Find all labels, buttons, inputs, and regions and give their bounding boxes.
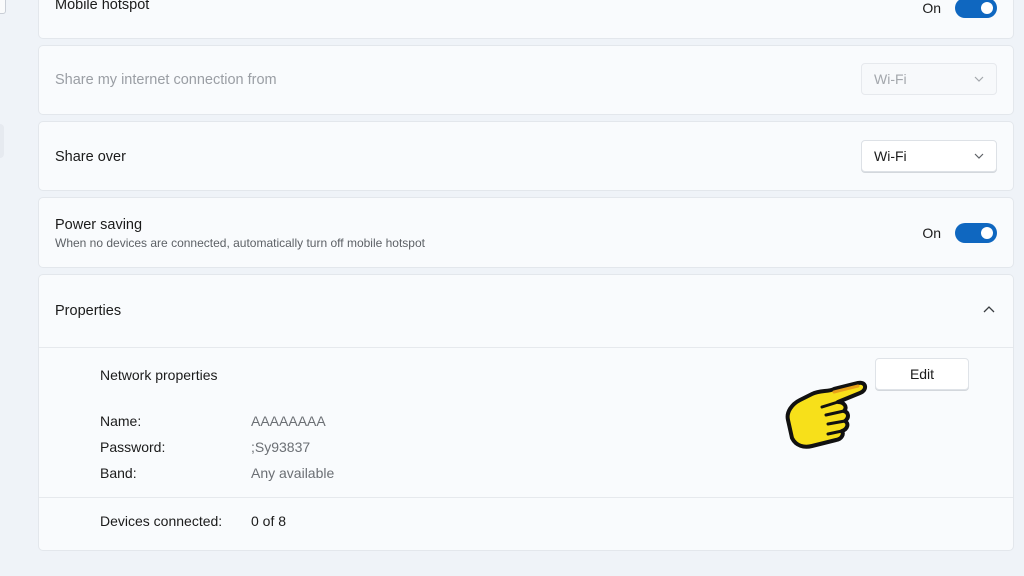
password-key: Password: — [100, 439, 166, 455]
share-from-card: Share my internet connection from Wi-Fi — [38, 45, 1014, 115]
password-value: ;Sy93837 — [251, 439, 311, 455]
band-key: Band: — [100, 465, 137, 481]
share-from-selected: Wi-Fi — [874, 71, 907, 87]
name-key: Name: — [100, 413, 142, 429]
devices-divider — [39, 497, 1013, 498]
power-saving-toggle-group: On — [922, 223, 997, 243]
nav-selected-indicator — [0, 124, 4, 158]
power-saving-toggle[interactable] — [955, 223, 997, 243]
chevron-up-icon[interactable] — [983, 305, 995, 315]
share-over-dropdown[interactable]: Wi-Fi — [861, 140, 997, 172]
share-over-card: Share over Wi-Fi — [38, 121, 1014, 191]
chevron-down-icon — [974, 153, 984, 159]
devices-connected-value: 0 of 8 — [251, 513, 287, 529]
mobile-hotspot-card: Mobile hotspot On — [38, 0, 1014, 39]
share-from-dropdown[interactable]: Wi-Fi — [861, 63, 997, 95]
mobile-hotspot-toggle-group: On — [922, 0, 997, 18]
devices-connected-label: Devices connected: — [100, 513, 223, 529]
power-saving-label: Power saving — [55, 217, 143, 233]
share-over-selected: Wi-Fi — [874, 148, 907, 164]
mobile-hotspot-label: Mobile hotspot — [55, 0, 150, 13]
share-from-label: Share my internet connection from — [55, 72, 277, 88]
mobile-hotspot-toggle[interactable] — [955, 0, 997, 18]
mobile-hotspot-state: On — [922, 0, 941, 16]
toggle-knob — [981, 2, 993, 14]
chevron-down-icon — [974, 76, 984, 82]
network-properties-label: Network properties — [100, 367, 218, 383]
name-value: AAAAAAAA — [251, 413, 326, 429]
power-saving-state: On — [922, 225, 941, 241]
properties-header[interactable]: Properties — [39, 275, 1013, 347]
edit-button[interactable]: Edit — [875, 358, 969, 390]
toggle-knob — [981, 227, 993, 239]
power-saving-card: Power saving When no devices are connect… — [38, 197, 1014, 268]
properties-label: Properties — [55, 303, 122, 319]
band-value: Any available — [251, 465, 335, 481]
share-over-label: Share over — [55, 149, 126, 165]
nav-edge-control — [0, 0, 6, 14]
properties-divider — [39, 347, 1013, 348]
power-saving-description: When no devices are connected, automatic… — [55, 236, 425, 250]
pointing-hand-icon — [785, 380, 867, 449]
properties-card: Properties Network properties Edit Name:… — [38, 274, 1014, 551]
